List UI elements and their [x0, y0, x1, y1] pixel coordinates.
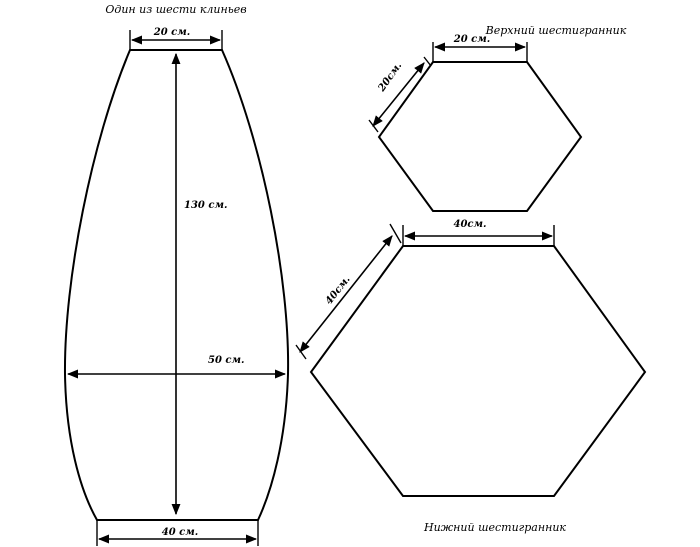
gore-height-label: 130 см.	[184, 200, 227, 211]
bottom-hexagon-top-side-label: 40см.	[454, 219, 487, 230]
bottom-hexagon-title: Нижний шестигранник	[423, 521, 566, 534]
gore-bottom-width-label: 40 см.	[162, 527, 198, 538]
gore-title: Один из шести клиньев	[105, 3, 246, 16]
gore-top-width-label: 20 см.	[153, 27, 190, 38]
gore-panel: Один из шести клиньев 20 см. 130 см. 50 …	[63, 3, 290, 546]
gore-mid-width-label: 50 см.	[208, 355, 244, 366]
top-hex-slant-dim-line	[372, 62, 425, 127]
bottom-hex-slant-dim-line	[299, 235, 393, 353]
bottom-hex-slant-tick-top	[389, 223, 402, 244]
bottom-hexagon	[309, 245, 647, 497]
bottom-hexagon-group: Нижний шестигранник 40см. 40см.	[295, 219, 647, 534]
top-hexagon-title: Верхний шестигранник	[485, 24, 627, 37]
top-hexagon	[377, 61, 583, 212]
top-hex-slant-tick-top	[423, 56, 432, 67]
top-hexagon-top-side-label: 20 см.	[453, 34, 490, 45]
top-hexagon-slant-side-label: 20см.	[376, 60, 405, 94]
top-hexagon-group: Верхний шестигранник 20 см. 20см.	[368, 24, 627, 212]
